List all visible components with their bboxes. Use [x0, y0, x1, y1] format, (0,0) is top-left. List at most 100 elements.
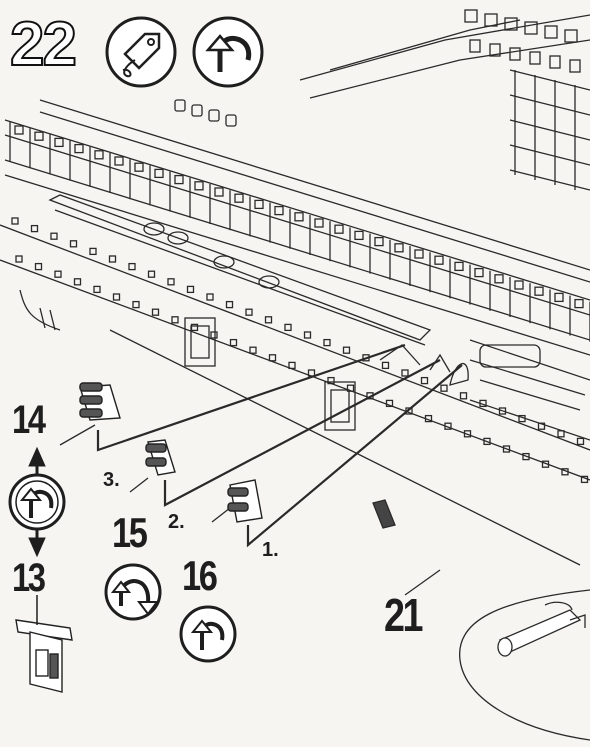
cabin-window [514, 280, 524, 290]
porthole [34, 262, 43, 271]
part-number-14: 14 [12, 398, 46, 442]
cabin-window [194, 181, 204, 191]
step-number: 22 [9, 10, 78, 79]
porthole [381, 361, 390, 370]
cabin-window [394, 243, 404, 253]
part-15-drawing [145, 439, 176, 476]
porthole [576, 437, 585, 446]
cabin-window [254, 199, 264, 210]
rotate-icon-14 [8, 473, 66, 531]
porthole [498, 407, 507, 415]
glue-tag-icon [105, 16, 177, 88]
cabin-window [114, 156, 124, 166]
porthole [541, 460, 550, 468]
part-number-15: 15 [112, 509, 148, 556]
porthole [147, 270, 156, 278]
porthole [483, 437, 491, 446]
porthole [342, 346, 351, 354]
porthole [171, 316, 179, 324]
part-14-drawing [79, 382, 121, 421]
sequence-label-1: 1. [262, 539, 279, 561]
cabin-window [374, 236, 384, 247]
stern-curve [459, 589, 590, 741]
cabin-window [14, 125, 24, 135]
cabin-window [174, 174, 184, 185]
porthole [50, 232, 58, 240]
porthole [30, 224, 39, 233]
cabin-window [454, 261, 464, 272]
porthole [561, 468, 569, 476]
porthole [440, 384, 448, 392]
cabin-window [274, 205, 284, 216]
porthole [225, 300, 234, 309]
porthole [112, 293, 121, 301]
cabin-window [354, 230, 364, 241]
cabin-window [574, 298, 584, 309]
cabin-window [134, 162, 144, 172]
porthole [288, 361, 296, 370]
cabin-window [74, 143, 84, 154]
porthole [264, 316, 273, 324]
cabin-window [414, 249, 424, 259]
cabin-window [294, 212, 304, 222]
rotate-arrow-icon [192, 16, 264, 88]
porthole [463, 430, 472, 438]
porthole [89, 247, 97, 256]
porthole [128, 262, 136, 271]
cabin-window [94, 150, 104, 160]
porthole [385, 399, 394, 408]
porthole [151, 308, 160, 316]
cabin-window [54, 137, 64, 148]
porthole [284, 323, 292, 332]
part-16-drawing [227, 479, 263, 523]
porthole [522, 452, 530, 461]
cabin-window [214, 187, 224, 197]
cabin-window [474, 267, 484, 278]
part-number-21: 21 [384, 589, 424, 641]
cabin-window [314, 218, 324, 228]
porthole [268, 354, 277, 362]
part-number-13: 13 [12, 556, 46, 600]
porthole [186, 285, 195, 294]
porthole [401, 369, 409, 377]
part-number-16: 16 [182, 552, 218, 599]
porthole [15, 255, 23, 263]
porthole [424, 414, 433, 423]
porthole [206, 293, 214, 301]
porthole [11, 217, 19, 225]
porthole [502, 445, 511, 453]
upper-deck-structure [299, 14, 590, 81]
porthole [132, 300, 140, 309]
hull-side [0, 224, 590, 451]
porthole [93, 285, 101, 294]
porthole [190, 323, 199, 332]
porthole [167, 278, 175, 286]
porthole [54, 270, 62, 278]
porthole [420, 376, 429, 385]
cabin-window [554, 292, 564, 303]
porthole [210, 331, 218, 339]
porthole [245, 308, 253, 316]
cabin-window [434, 255, 444, 265]
cabin-window [334, 224, 344, 234]
cabin-window [534, 286, 544, 296]
cabin-window [154, 168, 164, 179]
cabin-window [234, 193, 244, 203]
sequence-label-2: 2. [168, 511, 185, 533]
porthole [327, 376, 335, 385]
porthole [444, 422, 452, 430]
porthole [249, 346, 257, 354]
porthole [580, 475, 589, 484]
porthole [323, 338, 331, 347]
porthole [229, 338, 238, 347]
porthole [346, 384, 355, 392]
rotate-icon-16 [179, 605, 237, 663]
porthole [459, 392, 468, 400]
cabin-window [494, 274, 504, 284]
lifeboat-recess [48, 194, 432, 341]
part-13-drawing [15, 619, 73, 693]
porthole [108, 255, 117, 263]
sequence-label-3: 3. [103, 469, 120, 491]
